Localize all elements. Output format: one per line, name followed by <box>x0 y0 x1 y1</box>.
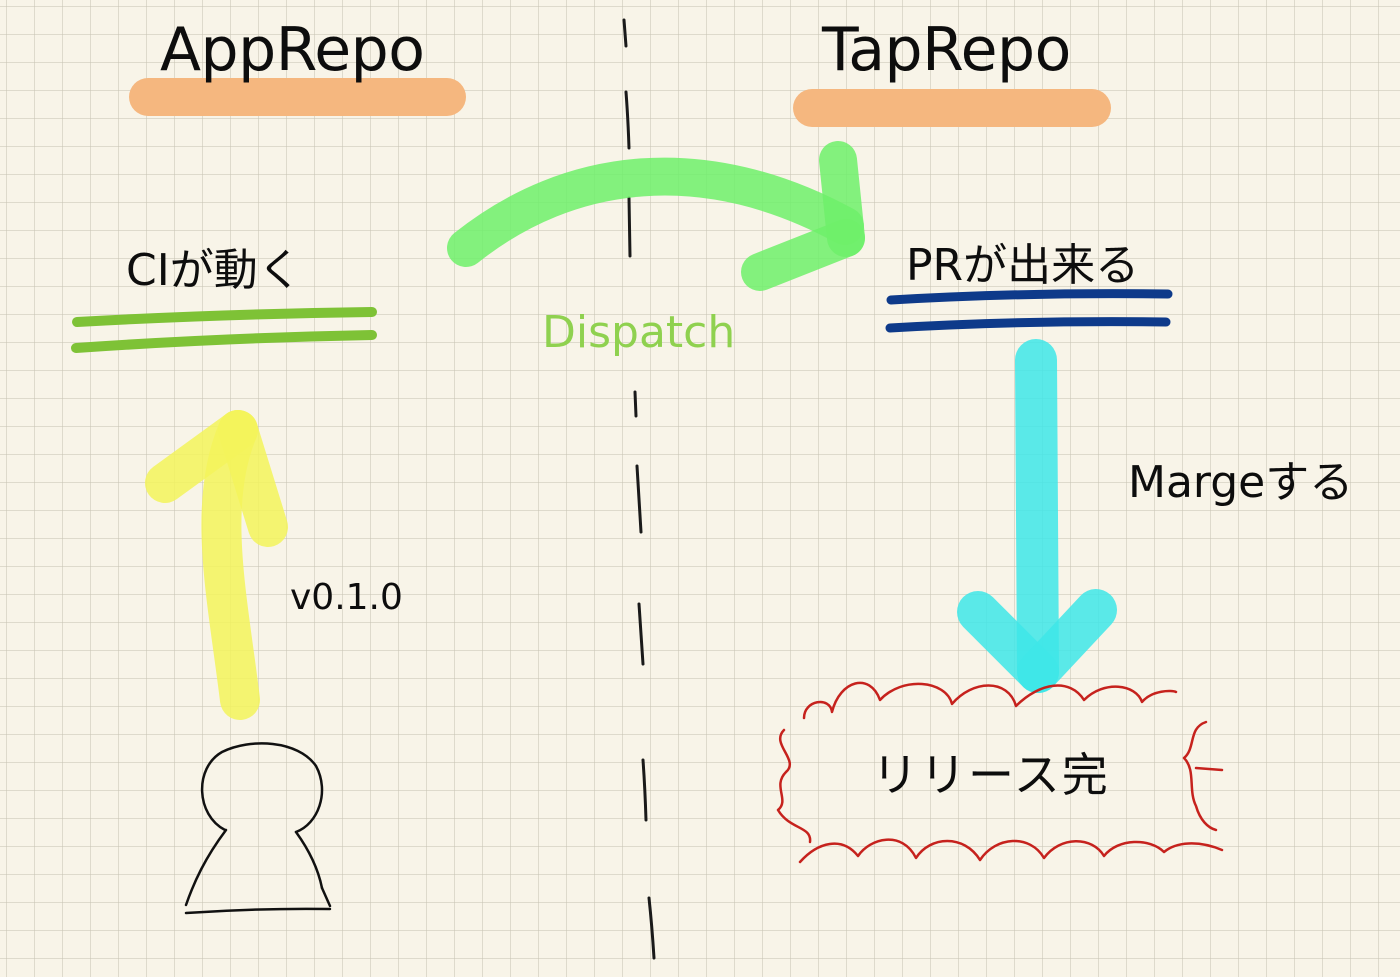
release-burst-frame <box>776 681 1224 864</box>
version-tag-label: v0.1.0 <box>290 577 403 618</box>
merge-label: Margeする <box>1128 457 1354 508</box>
ci-runs-label: CIが動く <box>126 245 302 296</box>
person-icon <box>184 742 332 915</box>
trigger-arrow <box>145 410 288 720</box>
release-done-label: リリース完 <box>872 748 1110 802</box>
apprepo-title: AppRepo <box>160 15 425 85</box>
dispatch-arrow <box>447 141 865 291</box>
pr-underline <box>885 289 1173 333</box>
dispatch-label: Dispatch <box>542 307 736 358</box>
pr-created-label: PRが出来る <box>906 240 1140 291</box>
merge-arrow <box>957 339 1117 693</box>
ci-underline <box>71 307 377 353</box>
dashed-separator <box>622 18 656 960</box>
taprepo-title: TapRepo <box>822 15 1071 85</box>
